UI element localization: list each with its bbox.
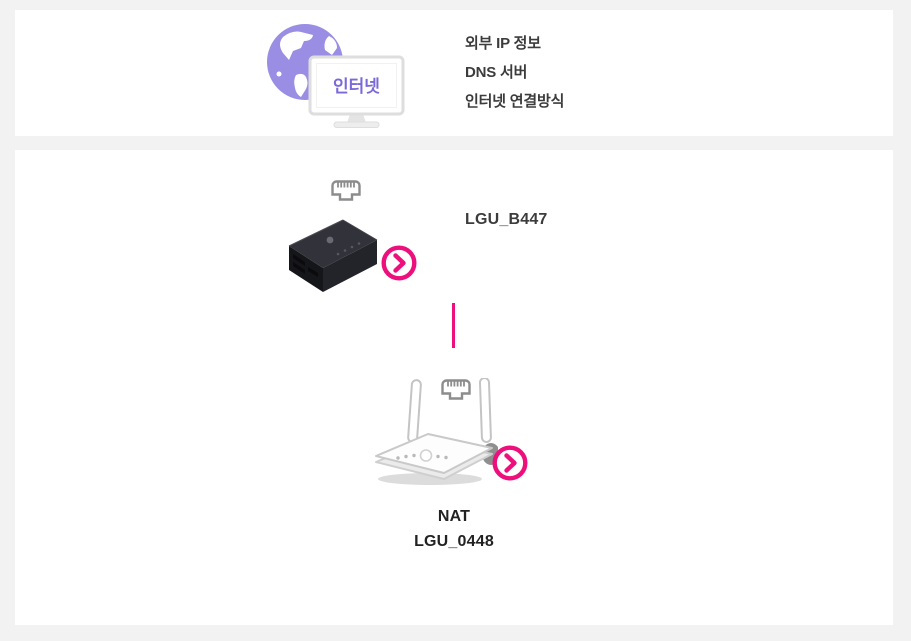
router-name-label: LGU_0448 xyxy=(414,533,494,550)
router-caption: NAT LGU_0448 xyxy=(339,504,569,554)
connection-line xyxy=(452,303,455,348)
internet-connection-type-label: 인터넷 연결방식 xyxy=(465,93,565,110)
network-topology-card: LGU_B447 xyxy=(15,150,893,625)
monitor-screen-label: 인터넷 xyxy=(333,77,380,96)
router-detail-button[interactable] xyxy=(491,444,529,482)
internet-info-card: 인터넷 외부 IP 정보 DNS 서버 인터넷 연결방식 xyxy=(15,10,893,136)
monitor-icon: 인터넷 xyxy=(308,55,405,128)
chevron-right-icon xyxy=(381,245,417,281)
chevron-right-icon xyxy=(492,445,528,481)
modem-name-label: LGU_B447 xyxy=(465,211,548,228)
internet-info-list: 외부 IP 정보 DNS 서버 인터넷 연결방식 xyxy=(465,29,564,116)
router-mode-label: NAT xyxy=(437,508,471,525)
modem-device-image xyxy=(288,219,378,292)
router-device-image xyxy=(375,378,498,485)
modem-detail-button[interactable] xyxy=(380,244,418,282)
ethernet-port-icon xyxy=(331,180,361,201)
dns-server-label: DNS 서버 xyxy=(465,64,528,81)
ethernet-port-icon xyxy=(441,379,471,400)
internet-globe-monitor-icon: 인터넷 xyxy=(267,24,405,128)
external-ip-info-label: 외부 IP 정보 xyxy=(465,35,541,52)
